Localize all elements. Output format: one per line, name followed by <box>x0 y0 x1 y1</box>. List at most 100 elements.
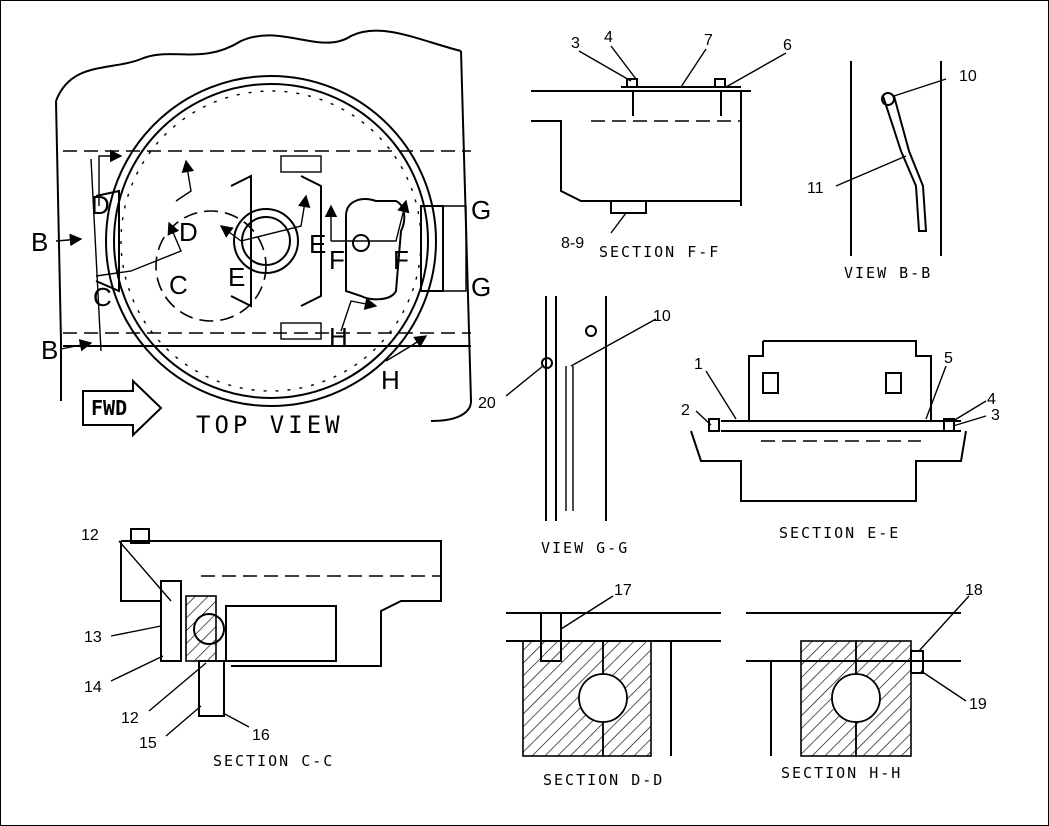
leader-17 <box>560 595 614 630</box>
leader-4-ee <box>952 400 987 422</box>
cc-bearing-ring <box>185 595 217 662</box>
leader-20 <box>505 365 544 397</box>
frame-outline-left <box>55 100 62 401</box>
leader-14 <box>110 655 164 682</box>
hh-ball <box>831 673 881 723</box>
section-ee-drawing <box>690 340 967 502</box>
callout-17: 17 <box>614 582 632 599</box>
leader-13 <box>110 625 162 637</box>
leader-8-9 <box>610 212 627 234</box>
top-view-drawing <box>55 29 473 422</box>
callout-20: 20 <box>478 395 496 412</box>
section-hh-title: SECTION H-H <box>781 764 902 782</box>
cut-bracket-g <box>431 205 467 292</box>
center-hub-outer <box>233 208 299 274</box>
gg-fitting-left <box>541 357 553 369</box>
ee-upper-right <box>763 340 932 421</box>
section-cc-drawing <box>120 528 442 717</box>
cut-letter-e-left: E <box>228 262 245 292</box>
ff-bolt-right <box>714 78 726 88</box>
section-hh-drawing <box>746 612 961 757</box>
leader-11 <box>835 155 907 187</box>
cc-outline-right <box>121 540 442 667</box>
section-ff-drawing <box>531 78 751 214</box>
section-dd-drawing <box>506 612 721 757</box>
callout-11: 11 <box>807 180 824 197</box>
ff-bolt-left <box>626 78 638 88</box>
hub-tab-top <box>280 155 322 173</box>
callout-leaders <box>110 45 987 737</box>
fwd-arrow-icon <box>82 378 163 438</box>
ee-upper-left <box>748 341 764 421</box>
leader-6 <box>725 52 787 88</box>
cc-grease-plug <box>198 660 225 717</box>
ee-bolt-left <box>708 418 720 432</box>
callout-15: 15 <box>139 735 157 752</box>
leader-3-ee <box>952 415 987 427</box>
cut-letter-e-right: E <box>309 229 326 259</box>
cut-arrow-d2 <box>175 159 195 202</box>
ee-block-left <box>762 372 779 394</box>
callout-10-gg: 10 <box>653 308 671 325</box>
callout-19: 19 <box>969 696 987 713</box>
leader-7 <box>680 48 707 88</box>
dd-ball <box>578 673 628 723</box>
cut-letter-c-left: C <box>93 282 112 312</box>
top-view-title: TOP VIEW <box>196 411 344 439</box>
section-cc-title: SECTION C-C <box>213 752 334 770</box>
swing-bearing-outer <box>105 75 437 407</box>
cut-letter-d-right: D <box>179 217 198 247</box>
leader-2 <box>695 410 712 426</box>
cut-arrow-e2 <box>240 194 311 242</box>
callout-2: 2 <box>681 402 690 419</box>
callout-7: 7 <box>704 32 713 49</box>
ee-lower-body <box>690 430 967 502</box>
ff-bottom-plug <box>610 200 647 214</box>
view-gg-title: VIEW G-G <box>541 539 629 557</box>
cut-arrow-d1 <box>98 149 123 206</box>
callout-4-ff: 4 <box>604 29 613 46</box>
cut-arrow-h2 <box>385 335 428 362</box>
frame-outline-top <box>55 29 462 102</box>
callout-13: 13 <box>84 629 102 646</box>
leader-19 <box>920 670 967 702</box>
cut-letter-c-right: C <box>169 270 188 300</box>
section-ff-title: SECTION F-F <box>599 243 720 261</box>
cut-letter-b-bottom: B <box>41 335 58 365</box>
leader-15 <box>165 705 202 737</box>
view-bb-title: VIEW B-B <box>844 264 932 282</box>
cut-letter-g-top: G <box>471 195 491 225</box>
callout-12-top: 12 <box>81 527 99 544</box>
cut-letter-h-right: H <box>381 365 400 395</box>
fwd-label: FWD <box>91 396 127 420</box>
callout-10-bb: 10 <box>959 68 977 85</box>
callout-16: 16 <box>252 727 270 744</box>
hub-tab-bottom <box>280 322 322 340</box>
callout-14: 14 <box>84 679 102 696</box>
swing-bearing-mid <box>113 83 429 399</box>
cut-arrow-b2 <box>60 339 93 352</box>
cut-line-b <box>90 158 102 352</box>
cut-arrow-b1 <box>55 233 83 247</box>
callout-8-9: 8-9 <box>561 235 584 252</box>
cut-arrow-c <box>95 221 182 277</box>
leader-12-top <box>118 540 172 602</box>
leader-3-ff <box>578 50 632 82</box>
leader-10-bb <box>893 78 947 97</box>
cut-letter-b-top: B <box>31 227 48 257</box>
ee-block-right <box>885 372 902 394</box>
view-gg-drawing <box>541 296 607 521</box>
cc-bolt-shank <box>160 580 182 662</box>
callout-18: 18 <box>965 582 983 599</box>
cc-gear-block <box>225 605 337 662</box>
hh-grease-fitting <box>910 650 924 674</box>
hub-bracket-right <box>300 175 322 307</box>
hub-bracket-left <box>230 174 252 308</box>
grease-fitting <box>352 234 370 252</box>
cut-letter-g-bottom: G <box>471 272 491 302</box>
cc-ball <box>193 613 225 645</box>
frame-outline-right <box>430 50 473 422</box>
cut-letter-f-right: F <box>393 245 409 275</box>
